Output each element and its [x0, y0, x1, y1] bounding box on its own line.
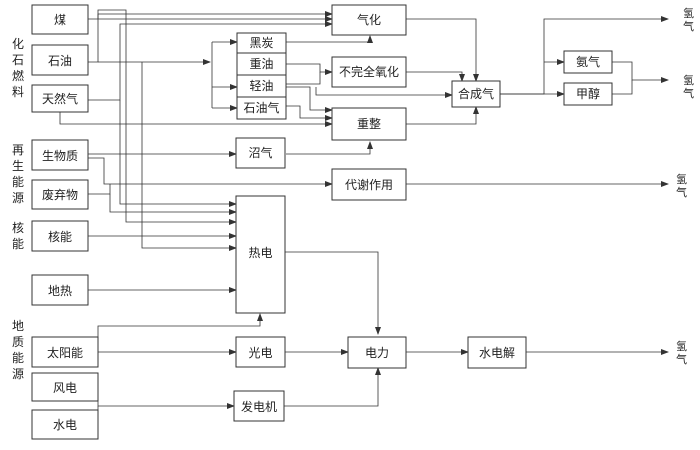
node-methanol-label: 甲醇	[576, 86, 600, 101]
edge-petroleum-gas-reforming	[286, 105, 333, 121]
node-heavy-oil: 重油	[236, 52, 287, 76]
node-metabolism: 代谢作用	[331, 168, 407, 201]
node-generator-label: 发电机	[241, 399, 277, 414]
edge-biomass-metabolism	[88, 157, 333, 187]
node-syngas: 合成气	[451, 80, 501, 108]
node-light-oil-label: 轻油	[249, 79, 273, 93]
edge-oil-gasification	[88, 11, 333, 63]
edge-reforming-syngas	[406, 106, 479, 125]
output-hydrogen-metabolism: 氢 气	[676, 172, 691, 199]
node-waste-label: 废弃物	[42, 187, 78, 202]
node-solar-label: 太阳能	[47, 345, 83, 360]
node-electrolysis-label: 水电解	[479, 346, 515, 360]
node-syngas-label: 合成气	[458, 86, 494, 101]
node-nuclear-label: 核能	[48, 230, 72, 244]
node-gasification-label: 气化	[357, 12, 381, 27]
node-ammonia: 氨气	[563, 50, 613, 74]
node-solar: 太阳能	[31, 336, 99, 368]
node-hydro-label: 水电	[53, 418, 77, 432]
node-petroleum-gas-label: 石油气	[243, 100, 279, 115]
node-metabolism-label: 代谢作用	[345, 177, 393, 192]
node-heavy-oil-label: 重油	[249, 57, 273, 71]
edge-heavy-oil-partial-oxidation	[286, 63, 333, 75]
node-coal-label: 煤	[54, 13, 66, 27]
node-waste: 废弃物	[31, 179, 89, 210]
node-electrolysis: 水电解	[467, 336, 527, 369]
node-nuclear: 核能	[31, 220, 89, 252]
edge-waste-metabolism	[88, 184, 111, 195]
edge-biogas-reforming	[286, 141, 373, 155]
edge-light-oil-reforming	[286, 86, 333, 113]
category-nuclear-energy: 核 能	[12, 221, 28, 251]
output-hydrogen-electrolysis: 氢 气	[676, 339, 691, 366]
edge-thermal-electricity	[284, 251, 381, 335]
node-hydro: 水电	[31, 409, 99, 440]
node-gasification: 气化	[331, 4, 407, 36]
edge-fossil-thermal	[119, 100, 237, 207]
edge-generator-electricity	[284, 367, 381, 407]
edge-gasification-syngas	[406, 18, 479, 82]
edge-natural-gas-reforming	[59, 112, 333, 127]
edge-coal-thermal	[97, 9, 237, 225]
output-hydrogen-syngas: 氢 气	[683, 73, 698, 100]
output-hydrogen-top: 氢 气	[683, 6, 698, 33]
node-natural-gas: 天然气	[31, 84, 89, 113]
node-biogas: 沼气	[235, 137, 286, 169]
node-light-oil: 轻油	[236, 74, 287, 98]
node-natural-gas-label: 天然气	[42, 91, 78, 106]
node-black-carbon: 黑炭	[236, 32, 287, 54]
node-oil: 石油	[31, 44, 89, 76]
category-geological-energy: 地 质 能 源	[12, 319, 28, 381]
edge-wind-generator	[97, 386, 235, 409]
node-geothermal: 地热	[31, 274, 89, 306]
edge-oil-thermal	[141, 62, 237, 251]
node-biomass: 生物质	[31, 139, 89, 171]
category-renewable-energy: 再 生 能 源	[12, 143, 28, 205]
node-reforming: 重整	[331, 107, 407, 141]
node-thermal-power: 热电	[235, 195, 286, 314]
node-ammonia-label: 氨气	[576, 54, 600, 69]
edge-ammonia-h2	[612, 61, 669, 83]
node-electricity-label: 电力	[365, 346, 389, 360]
node-partial-oxidation: 不完全氧化	[331, 56, 407, 88]
edge-light-oil-partial-oxidation	[286, 72, 321, 85]
category-fossil-fuel: 化 石 燃 料	[12, 37, 28, 99]
node-methanol: 甲醇	[563, 82, 613, 106]
node-biomass-label: 生物质	[42, 149, 78, 163]
node-biogas-label: 沼气	[248, 145, 272, 160]
edge-methanol-h2	[612, 80, 633, 95]
edge-partial-oxidation-syngas	[406, 71, 465, 82]
node-petroleum-gas: 石油气	[236, 96, 287, 120]
node-black-carbon-label: 黑炭	[249, 36, 273, 50]
node-generator: 发电机	[233, 390, 285, 422]
node-photovoltaic-label: 光电	[248, 346, 272, 360]
node-geothermal-label: 地热	[48, 284, 72, 298]
node-photovoltaic: 光电	[235, 336, 286, 368]
node-oil-label: 石油	[48, 54, 72, 68]
edge-fractions-syngas	[315, 87, 453, 98]
node-thermal-power-label: 热电	[248, 246, 272, 260]
node-wind: 风电	[31, 372, 99, 402]
node-partial-oxidation-label: 不完全氧化	[339, 64, 399, 79]
node-coal: 煤	[31, 4, 89, 35]
edge-black-carbon-gasification	[286, 35, 373, 43]
node-electricity: 电力	[347, 336, 407, 369]
node-wind-label: 风电	[53, 381, 77, 395]
edge-waste-thermal	[109, 194, 237, 215]
edge-natural-gas-gasification	[88, 21, 333, 101]
node-reforming-label: 重整	[357, 116, 381, 131]
edges	[59, 9, 669, 424]
